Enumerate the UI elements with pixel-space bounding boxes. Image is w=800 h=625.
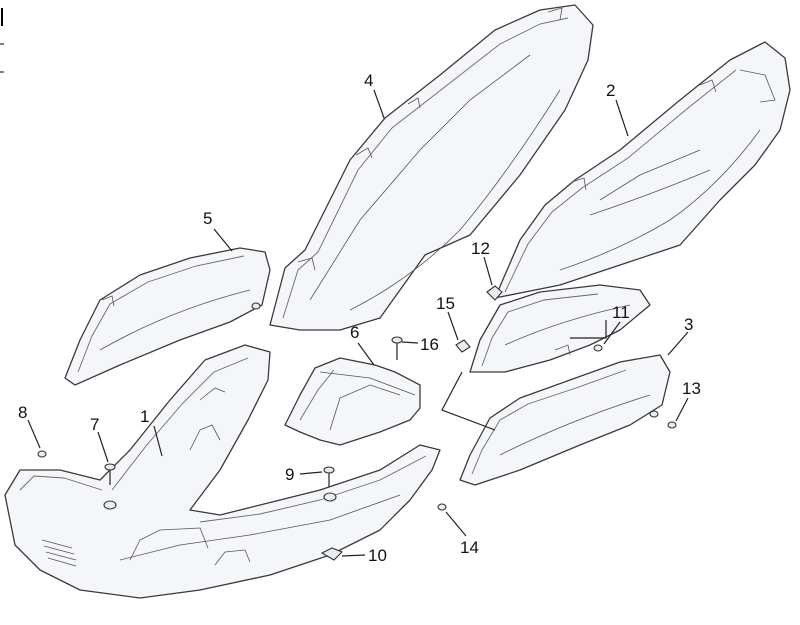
screw-7 — [104, 463, 116, 485]
screw-8 — [37, 450, 47, 458]
screw-14 — [437, 503, 447, 511]
rear-panel-right — [459, 354, 671, 486]
rear-panel-left — [64, 247, 271, 386]
callout-11: 11 — [612, 303, 630, 322]
leader-lines — [27, 89, 689, 557]
callout-2: 2 — [606, 81, 615, 100]
callout-4: 4 — [364, 71, 373, 90]
callout-13: 13 — [682, 379, 701, 398]
callout-1: 1 — [140, 407, 149, 426]
callout-5: 5 — [203, 209, 212, 228]
callout-3: 3 — [684, 315, 693, 334]
inner-trim-panel — [469, 284, 651, 373]
screw-11 — [593, 344, 603, 352]
inner-bracket — [284, 357, 421, 446]
callout-16: 16 — [420, 335, 439, 354]
callout-14: 14 — [460, 538, 479, 557]
screw-16 — [391, 336, 403, 360]
clip-15 — [455, 339, 471, 353]
clip-10 — [320, 547, 343, 561]
side-panel-left — [269, 4, 594, 331]
callout-7: 7 — [90, 415, 99, 434]
frame-edge-marks — [0, 8, 4, 73]
clip-12 — [486, 285, 503, 301]
callout-9: 9 — [285, 465, 294, 484]
callout-6: 6 — [350, 323, 359, 342]
screw-9 — [323, 466, 335, 487]
vent-grill — [41, 539, 77, 567]
floor-panel — [4, 344, 441, 599]
callout-12: 12 — [471, 239, 490, 258]
callout-8: 8 — [18, 403, 27, 422]
callout-15: 15 — [436, 294, 455, 313]
assembly-guide-lines — [441, 320, 607, 431]
callout-labels: 1 2 3 4 5 6 7 8 9 10 11 12 13 14 15 16 — [18, 71, 701, 565]
screw-13 — [667, 421, 677, 429]
side-panel-right — [494, 41, 791, 299]
callout-10: 10 — [368, 546, 387, 565]
